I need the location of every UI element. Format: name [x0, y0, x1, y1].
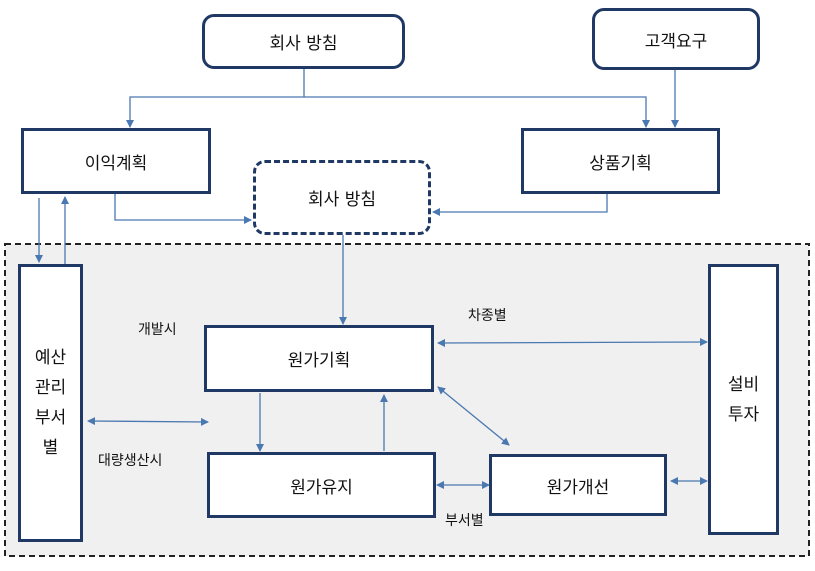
- mass-production-label: 대량생산시: [98, 453, 163, 469]
- profit-plan-box: 이익계획: [21, 128, 211, 194]
- budget-dept-line-1: 예산: [34, 348, 67, 368]
- cost-planning-text: 원가기획: [287, 351, 351, 371]
- product-plan-text: 상품기획: [589, 153, 652, 174]
- company-policy-mid-text: 회사 방침: [308, 190, 376, 210]
- cost-maintenance-text: 원가유지: [290, 477, 353, 498]
- budget-dept-line-3: 부서: [34, 408, 67, 428]
- cost-maintenance-box: 원가유지: [207, 452, 436, 518]
- by-car-type-label: 차종별: [468, 308, 507, 324]
- budget-dept-line-4: 별: [42, 438, 59, 458]
- cost-planning-box: 원가기획: [204, 325, 434, 392]
- connector-policy-to-product: [304, 96, 650, 128]
- cost-improvement-box: 원가개선: [489, 454, 667, 516]
- equipment-invest-line-2: 투자: [727, 404, 760, 425]
- by-department-label: 부서별: [445, 513, 484, 529]
- equipment-invest-box: 설비 투자: [708, 264, 779, 535]
- connector-product-to-midpolicy: [432, 194, 608, 216]
- company-policy-top-box: 회사 방침: [202, 14, 405, 69]
- company-policy-mid-box: 회사 방침: [253, 160, 431, 235]
- customer-demand-box: 고객요구: [592, 8, 760, 70]
- connector-profit-to-midpolicy: [114, 194, 252, 224]
- equipment-invest-line-1: 설비: [727, 374, 760, 395]
- budget-dept-box: 예산 관리 부서 별: [18, 264, 83, 542]
- connector-costplan-equipment: [437, 338, 708, 347]
- connector-costplan-improve: [437, 386, 510, 446]
- customer-demand-text: 고객요구: [644, 31, 708, 52]
- connector-policy-to-profit: [126, 68, 305, 128]
- profit-plan-text: 이익계획: [84, 153, 148, 174]
- connector-budget-cost: [87, 417, 209, 426]
- cost-improvement-text: 원가개선: [546, 477, 610, 498]
- company-policy-top-text: 회사 방침: [269, 34, 338, 54]
- budget-dept-line-2: 관리: [34, 378, 67, 398]
- development-label: 개발시: [138, 322, 177, 338]
- product-plan-box: 상품기획: [521, 128, 720, 194]
